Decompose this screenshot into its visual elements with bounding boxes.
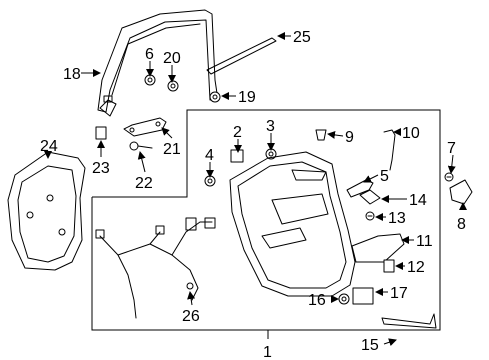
callout-16: 16 xyxy=(308,292,326,309)
nut-part-23 xyxy=(95,126,107,140)
callout-25: 25 xyxy=(293,29,311,46)
assembly-frame xyxy=(91,109,441,331)
nut-part-4 xyxy=(204,175,216,187)
lock-rod-part xyxy=(383,129,396,171)
callout-8: 8 xyxy=(457,216,466,233)
bezel-part xyxy=(351,233,405,263)
callout-24: 24 xyxy=(40,138,58,155)
callout-17: 17 xyxy=(390,285,408,302)
callout-labels: 1 2 3 4 5 6 7 8 9 10 11 12 13 14 15 16 1… xyxy=(40,29,466,360)
callout-21: 21 xyxy=(163,141,181,158)
pad-part xyxy=(359,189,381,205)
door-trim-panel-part xyxy=(229,151,356,297)
callout-6: 6 xyxy=(145,46,154,63)
callout-10: 10 xyxy=(402,125,420,142)
clip-part-20 xyxy=(167,80,179,92)
retainer-part xyxy=(352,287,374,305)
screw-part-7 xyxy=(444,172,454,182)
callout-13: 13 xyxy=(388,210,406,227)
inner-panel-part xyxy=(7,151,86,271)
callout-20: 20 xyxy=(163,50,181,67)
screw-part-13 xyxy=(365,211,375,221)
clip-part-6 xyxy=(144,74,156,86)
callout-12: 12 xyxy=(407,259,425,276)
nut-part-16 xyxy=(338,293,350,305)
bumper-part xyxy=(209,91,221,103)
callout-1: 1 xyxy=(263,344,272,360)
callout-7: 7 xyxy=(447,140,456,157)
bracket-part-21 xyxy=(123,117,167,137)
cap-part xyxy=(449,179,473,205)
callout-26: 26 xyxy=(182,308,200,325)
callout-4: 4 xyxy=(205,147,214,164)
callout-22: 22 xyxy=(135,175,153,192)
callout-23: 23 xyxy=(92,160,110,177)
callout-5: 5 xyxy=(380,168,389,185)
callout-3: 3 xyxy=(266,118,275,135)
door-frame-part xyxy=(97,9,219,117)
leader-lines xyxy=(44,32,467,347)
wiring-harness-part xyxy=(95,217,216,319)
bolt-part-22 xyxy=(129,141,153,151)
handle-part xyxy=(346,179,374,198)
callout-2: 2 xyxy=(233,124,242,141)
callout-14: 14 xyxy=(409,192,427,209)
callout-18: 18 xyxy=(63,66,81,83)
callout-11: 11 xyxy=(416,233,433,250)
push-pin-part xyxy=(315,129,327,141)
clip-part-12 xyxy=(383,259,395,273)
trim-strip-part xyxy=(381,313,437,329)
callout-9: 9 xyxy=(345,129,354,146)
callout-19: 19 xyxy=(238,89,256,106)
clip-part-2 xyxy=(230,149,244,163)
callout-15: 15 xyxy=(361,337,379,354)
belt-strip-part xyxy=(206,37,277,75)
